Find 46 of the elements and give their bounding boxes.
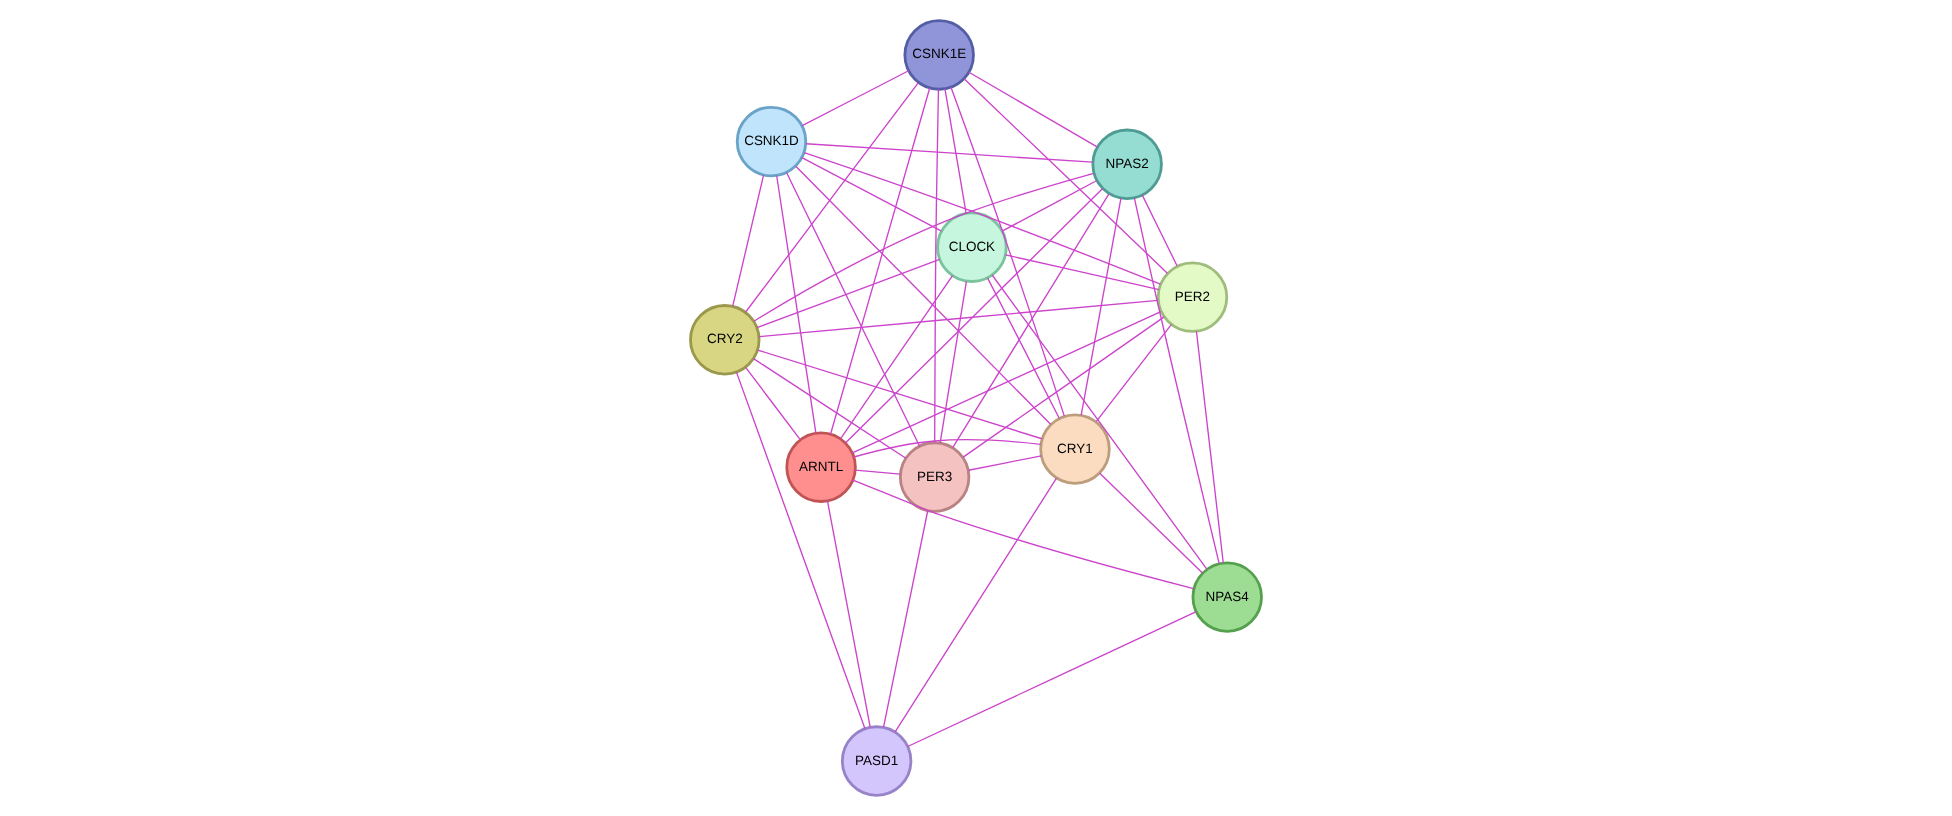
- connector: [852, 479, 1195, 590]
- connector: [1133, 197, 1220, 565]
- connector: [934, 88, 940, 444]
- connector: [967, 455, 1042, 471]
- connector: [1004, 254, 1160, 291]
- connector: [826, 500, 871, 728]
- connector: [805, 143, 1094, 163]
- connector: [735, 371, 866, 730]
- connector: [882, 510, 929, 729]
- connector: [745, 366, 801, 441]
- connector: [801, 156, 943, 232]
- connector: [907, 611, 1197, 748]
- connector: [853, 439, 1042, 458]
- connector: [968, 71, 1099, 148]
- connector: [732, 174, 765, 307]
- connector: [1080, 197, 1122, 416]
- connector: [801, 70, 910, 127]
- connector: [839, 274, 954, 440]
- connector: [785, 171, 921, 447]
- connector: [854, 469, 901, 475]
- connector: [803, 151, 1162, 285]
- connector: [845, 187, 1104, 444]
- connector: [752, 357, 907, 459]
- connector: [1099, 472, 1204, 574]
- connector: [952, 193, 1110, 449]
- connector: [894, 477, 1058, 733]
- connector: [962, 316, 1165, 458]
- connector: [829, 87, 931, 435]
- connector: [758, 299, 1159, 338]
- connector: [851, 310, 1162, 454]
- connector: [776, 174, 817, 434]
- connector: [795, 165, 1052, 425]
- connector: [1195, 330, 1224, 564]
- connector: [1095, 323, 1173, 423]
- connector: [963, 78, 1169, 274]
- connector: [950, 86, 1065, 417]
- connector: [991, 274, 1208, 571]
- connector: [1141, 194, 1178, 267]
- connector: [756, 258, 941, 329]
- connector: [1001, 180, 1098, 232]
- connector: [944, 88, 967, 214]
- connector: [753, 172, 1095, 322]
- connector: [757, 349, 1043, 440]
- connector: [986, 277, 1060, 420]
- connector: [744, 82, 919, 313]
- connector: [939, 280, 968, 444]
